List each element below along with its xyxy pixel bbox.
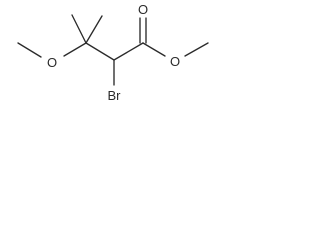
bond-c1-o-ester — [142, 42, 166, 57]
atom-label-bromine: Br — [108, 88, 122, 103]
atom-label-o-carbonyl: O — [138, 2, 148, 17]
bond-o-ester-methyl — [184, 42, 209, 57]
bond-c3-methyl-upper — [71, 14, 87, 44]
atom-label-o-ether: O — [47, 55, 57, 70]
bond-c2-c1 — [113, 42, 144, 61]
bond-c3-o-ether — [63, 42, 87, 57]
bond-c3-methyl-right — [85, 15, 103, 44]
bond-o-ether-methyl — [17, 42, 42, 58]
atom-label-o-ester: O — [170, 54, 180, 69]
structural-formula: O O O Br — [0, 0, 216, 118]
bond-c2-c3 — [85, 42, 115, 61]
